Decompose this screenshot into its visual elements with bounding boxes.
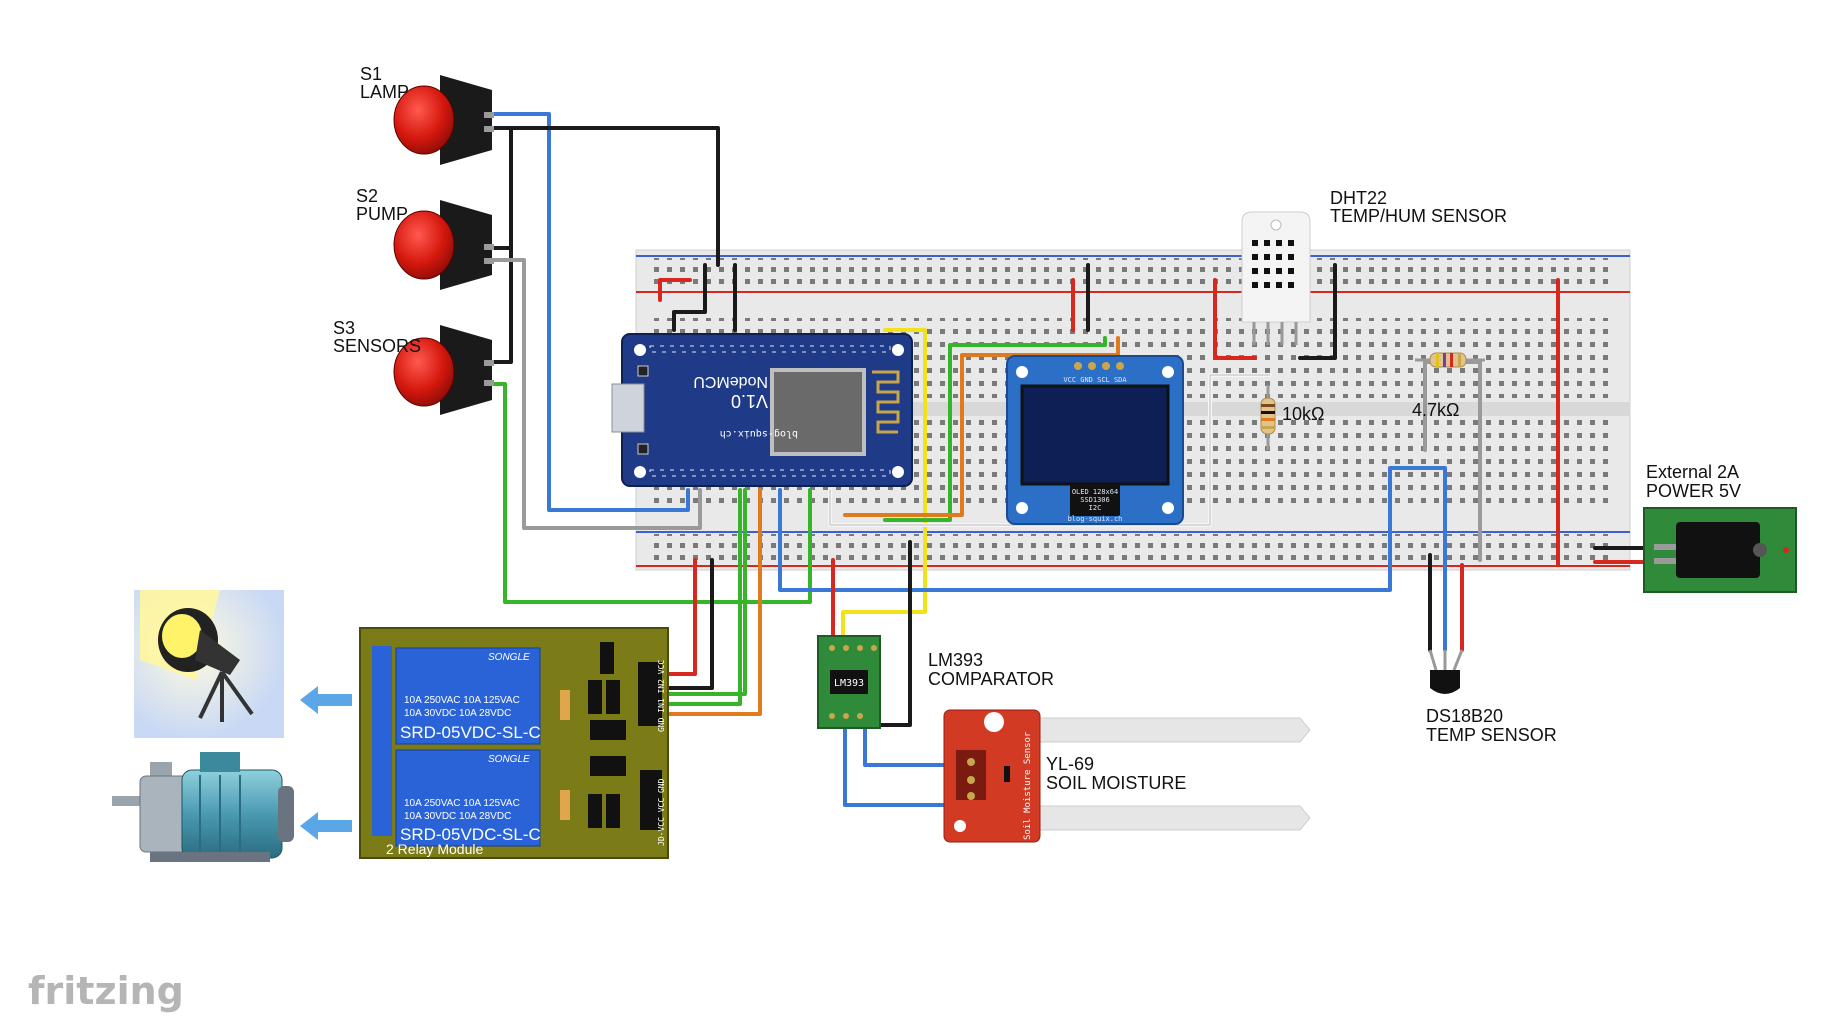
resistor-4k7 xyxy=(1415,352,1485,368)
relay-1 xyxy=(395,647,541,745)
wire-lm-blue-1 xyxy=(863,723,977,767)
relay-io-header xyxy=(638,662,662,726)
oled-pins-label: VCC GND SCL SDA xyxy=(1063,376,1127,384)
button-s1 xyxy=(393,75,494,165)
s1-id-label: S1 xyxy=(360,64,382,84)
relay2-rating-2: 10A 30VDC 10A 28VDC xyxy=(404,811,511,822)
relay-terminal-block xyxy=(372,646,392,836)
esp-module xyxy=(770,368,866,456)
mount-hole xyxy=(892,466,904,478)
relay-module: SONGLE 10A 250VAC 10A 125VAC 10A 30VDC 1… xyxy=(359,627,669,859)
nodemcu-name: NodeMCU xyxy=(693,373,768,390)
usb-port xyxy=(611,383,645,433)
wire-relay-orange xyxy=(666,488,762,716)
wire-relay-green-2 xyxy=(666,488,742,706)
arrow-pump-icon xyxy=(300,812,352,840)
lm393-name-label: COMPARATOR xyxy=(928,669,1054,689)
lamp-icon xyxy=(134,590,284,738)
nodemcu-board: V1.0 NodeMCU blog-squix.ch xyxy=(611,333,913,487)
resistor-10k xyxy=(1260,385,1276,450)
wire-lm-blue-2 xyxy=(843,723,977,807)
oled-display: OLED 128x64 SSD1306 I2C blog-squix.ch VC… xyxy=(1006,355,1184,525)
s1-name-label: LAMP xyxy=(360,82,409,102)
soil-name-label: SOIL MOISTURE xyxy=(1046,773,1186,793)
ds18b20-sensor xyxy=(1428,649,1464,694)
wire-dht-black xyxy=(1298,263,1337,360)
relay1-rating-2: 10A 30VDC 10A 28VDC xyxy=(404,708,511,719)
wire-blue-ds18b20 xyxy=(778,466,1447,652)
relay-module-label: 2 Relay Module xyxy=(386,841,483,857)
wire-s1-blue xyxy=(490,112,690,512)
dht-name-label: TEMP/HUM SENSOR xyxy=(1330,206,1507,226)
wire-relay-red xyxy=(666,558,697,676)
oled-bus-label: I2C xyxy=(1089,504,1102,512)
wire-relay-green-1 xyxy=(666,488,747,696)
wire-rail-black-1 xyxy=(672,263,707,332)
relay2-rating-1: 10A 250VAC 10A 125VAC xyxy=(404,798,520,809)
pin-header-top xyxy=(649,345,891,353)
soil-id-label: YL-69 xyxy=(1046,754,1094,774)
wire-s3-green xyxy=(490,382,812,604)
wire-relay-black xyxy=(666,558,714,690)
s2-name-label: PUMP xyxy=(356,204,408,224)
mount-hole xyxy=(634,344,646,356)
power-jack xyxy=(1643,507,1797,593)
wire-orange-oled xyxy=(843,336,1120,517)
resistor-10k-label: 10kΩ xyxy=(1282,404,1324,424)
ds18b20-id-label: DS18B20 xyxy=(1426,706,1503,726)
nodemcu-version: V1.0 xyxy=(731,391,768,411)
wire-switch-common-black xyxy=(490,126,513,364)
oled-screen xyxy=(1020,384,1170,486)
s2-id-label: S2 xyxy=(356,186,378,206)
oled-driver-label: SSD1306 xyxy=(1080,496,1110,504)
button-s2 xyxy=(393,200,494,290)
ds18b20-name-label: TEMP SENSOR xyxy=(1426,725,1557,745)
wire-lm-black xyxy=(873,540,912,727)
pin-header-bottom xyxy=(649,469,891,477)
power-label-line2: POWER 5V xyxy=(1646,481,1741,501)
bottom-rail-holes xyxy=(650,534,1610,564)
nodemcu-site: blog-squix.ch xyxy=(720,428,798,439)
dht22-sensor xyxy=(1241,211,1311,345)
arrow-lamp-icon xyxy=(300,686,352,714)
oled-chip-label: OLED 128x64 xyxy=(1072,488,1118,496)
relay2-model: SRD-05VDC-SL-C xyxy=(400,825,541,844)
soil-brand-label: Soil Moisture Sensor xyxy=(1023,731,1033,840)
relay-io-label: GND IN1 IN2 VCC xyxy=(657,660,666,732)
top-rail-holes xyxy=(650,258,1610,290)
s3-id-label: S3 xyxy=(333,318,355,338)
resistor-4k7-label: 4.7kΩ xyxy=(1412,400,1459,420)
oled-chip xyxy=(1070,484,1120,516)
reset-button xyxy=(637,365,649,377)
relay2-brand: SONGLE xyxy=(488,754,530,765)
mount-hole xyxy=(634,466,646,478)
wire-green-oled xyxy=(883,336,1107,522)
wire-s1-black xyxy=(490,126,720,267)
s3-name-label: SENSORS xyxy=(333,336,421,356)
dht-id-label: DHT22 xyxy=(1330,188,1387,208)
pump-icon xyxy=(112,752,294,862)
wire-dht-red xyxy=(1213,278,1257,360)
flash-button xyxy=(637,443,649,455)
relay1-rating-1: 10A 250VAC 10A 125VAC xyxy=(404,695,520,706)
relay1-brand: SONGLE xyxy=(488,652,530,663)
mount-hole xyxy=(892,344,904,356)
oled-site-label: blog-squix.ch xyxy=(1068,515,1123,523)
wire-s2-gray xyxy=(490,258,702,530)
power-label-line1: External 2A xyxy=(1646,462,1739,482)
lm393-id-label: LM393 xyxy=(928,650,983,670)
antenna-trace xyxy=(872,370,900,434)
fritzing-logo: fritzing xyxy=(28,969,184,1013)
wire-rail-red-1 xyxy=(658,278,692,302)
relay-2 xyxy=(395,749,541,847)
wire-yellow-lm393 xyxy=(841,328,927,652)
lm393-comparator: LM393 xyxy=(817,635,881,729)
relay-power-header xyxy=(640,770,662,830)
button-s3 xyxy=(393,325,494,415)
lm393-chip-label: LM393 xyxy=(834,678,864,689)
relay-pins-label: JD-VCC VCC GND xyxy=(657,778,666,846)
yl69-soil-probe: Soil Moisture Sensor xyxy=(943,709,1311,843)
relay1-model: SRD-05VDC-SL-C xyxy=(400,723,541,742)
